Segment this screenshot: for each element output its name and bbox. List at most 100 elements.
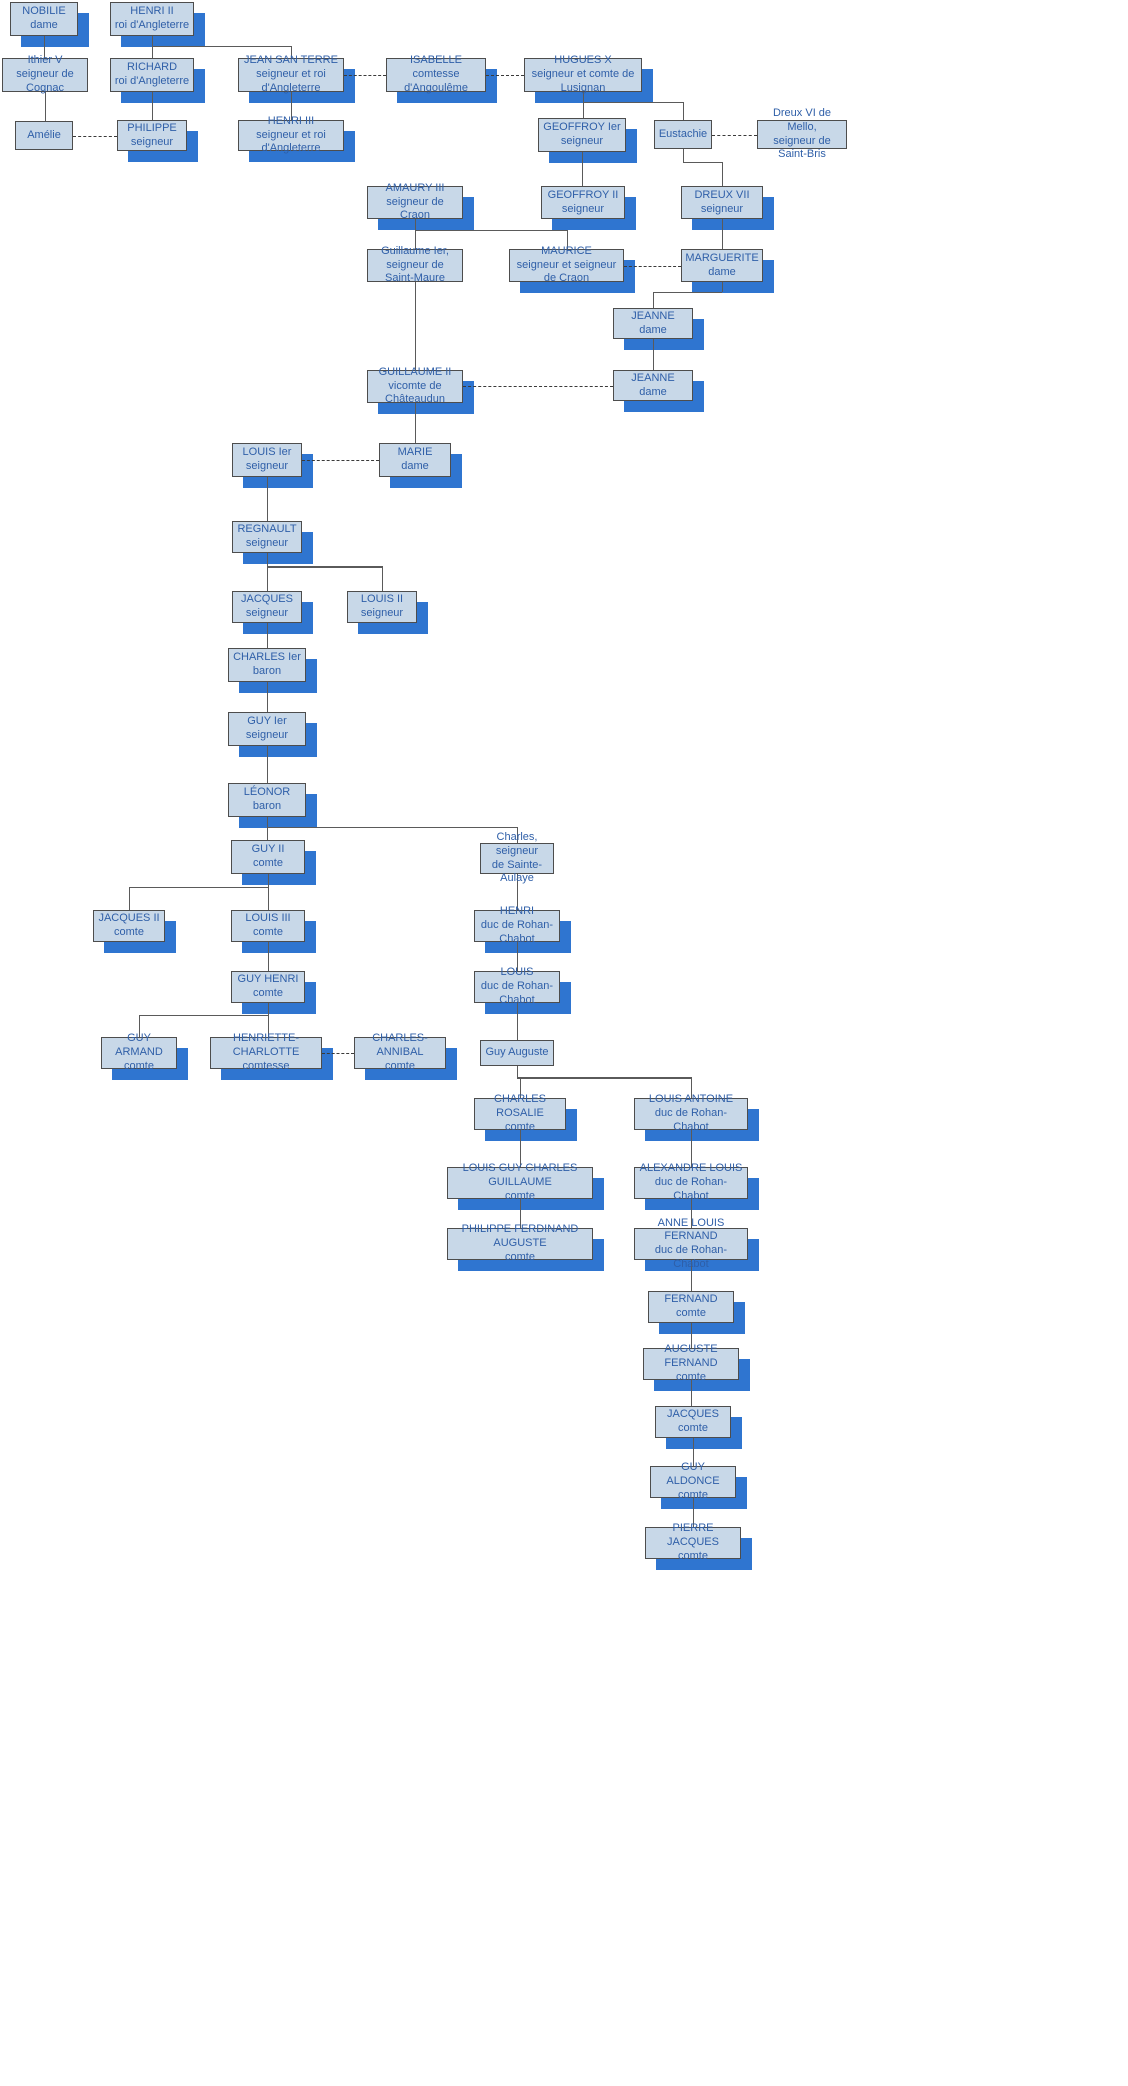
person-title: seigneur et roi d'Angleterre (256, 68, 326, 94)
person-title: seigneur de Saint-Bris (773, 134, 831, 161)
person-node-dreux6[interactable]: Dreux VI de Mello,seigneur de Saint-Bris (757, 107, 847, 160)
connector-v (415, 219, 417, 230)
person-name: GUY ALDONCE (666, 1461, 720, 1488)
person-name: JEANNE (631, 371, 675, 384)
person-name: JACQUES (241, 593, 293, 606)
person-title: de Sainte-Aulaye (491, 858, 543, 885)
person-title: comte (505, 1120, 535, 1133)
connector-v (382, 566, 384, 591)
person-title: comte (385, 1059, 415, 1072)
connector-v (268, 874, 270, 910)
person-node-guy_auguste[interactable]: Guy Auguste (480, 1040, 554, 1066)
person-name: CHARLES Ier (233, 651, 301, 664)
person-node-amelie[interactable]: Amélie (15, 121, 73, 150)
marriage-connector (624, 266, 681, 267)
person-name: MAURICE (541, 244, 592, 257)
person-title: roi d'Angleterre (114, 75, 190, 87)
person-node-eustachie[interactable]: Eustachie (654, 120, 712, 149)
person-title: comte (253, 926, 283, 938)
connector-v (45, 92, 47, 121)
connector-v (722, 219, 724, 249)
connector-v (520, 1130, 522, 1167)
connector-v (415, 219, 417, 249)
person-name: JACQUES (667, 1408, 719, 1421)
person-title: seigneur (245, 537, 289, 549)
connector-v (691, 1130, 693, 1167)
person-name: Amélie (27, 128, 61, 141)
person-name: LOUIS (500, 966, 534, 979)
person-title: duc de Rohan-Chabot (654, 1244, 728, 1270)
connector-h (583, 102, 683, 104)
person-name: DREUX VII (694, 188, 750, 201)
connector-h (653, 292, 722, 294)
person-title: comte (678, 1549, 708, 1562)
person-title: seigneur de Cognac (16, 68, 74, 94)
connector-v (722, 161, 724, 186)
connector-v (691, 1380, 693, 1406)
person-name: LOUIS GUY CHARLES GUILLAUME (462, 1162, 578, 1189)
person-title: dame (639, 385, 667, 398)
person-name: PHILIPPE FERDINAND AUGUSTE (461, 1223, 579, 1250)
person-title: comte (678, 1422, 708, 1434)
person-title: comte (253, 987, 283, 999)
marriage-connector (322, 1053, 354, 1054)
person-name: AUGUSTE FERNAND (664, 1343, 718, 1370)
person-title: seigneur (130, 135, 174, 148)
person-title: comtesse (242, 1059, 290, 1072)
person-title: vicomte de Châteaudun (385, 379, 445, 406)
person-title: seigneur et seigneur de Craon (516, 258, 617, 285)
connector-v (517, 1066, 519, 1078)
person-title: comte (114, 926, 144, 938)
person-name: GUY ARMAND (115, 1032, 163, 1059)
